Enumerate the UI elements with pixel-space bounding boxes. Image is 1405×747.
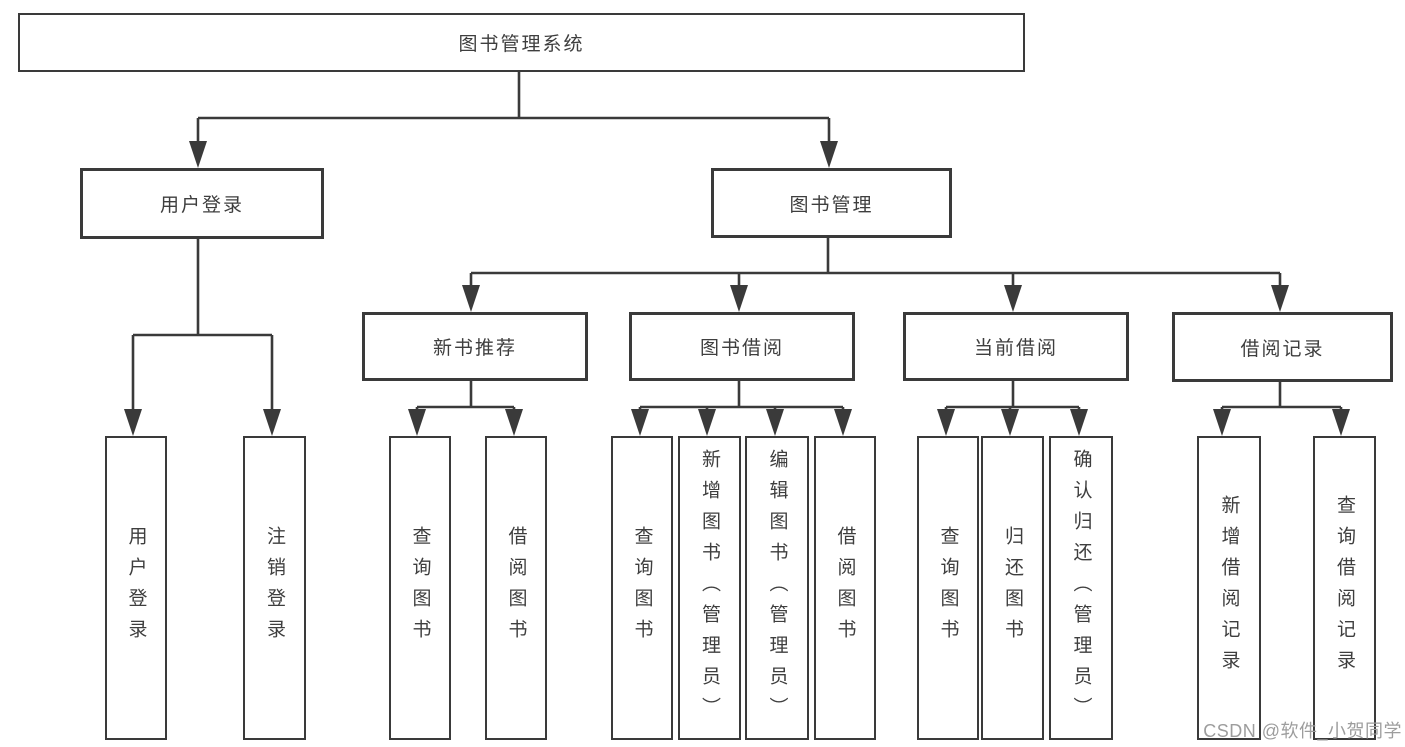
- leaf-logout-login: 注销登录: [243, 436, 306, 740]
- leaf-borrow-books-recommend: 借阅图书: [485, 436, 547, 740]
- node-current-borrowing: 当前借阅: [903, 312, 1129, 381]
- connector-book-management-to-level3: [462, 230, 1289, 312]
- connector-user-login-to-leaves: [124, 231, 281, 436]
- leaf-borrow-books: 借阅图书: [814, 436, 876, 740]
- leaf-query-books-current: 查询图书: [917, 436, 979, 740]
- leaf-return-books: 归还图书: [981, 436, 1044, 740]
- watermark: CSDN @软件_小贺同学: [1203, 721, 1402, 741]
- node-borrowing-records: 借阅记录: [1172, 312, 1393, 382]
- node-book-borrowing: 图书借阅: [629, 312, 855, 381]
- connector-borrowing-records-to-leaves: [1213, 375, 1350, 436]
- node-library-management-system: 图书管理系统: [18, 13, 1025, 72]
- connector-current-borrowing-to-leaves: [937, 374, 1088, 436]
- leaf-add-book-admin: 新增图书（管理员）: [678, 436, 741, 740]
- leaf-query-books-current-label: 查询图书: [937, 526, 959, 650]
- leaf-add-borrowing-record-label: 新增借阅记录: [1218, 495, 1240, 681]
- leaf-query-books-borrowing: 查询图书: [611, 436, 673, 740]
- node-book-management: 图书管理: [711, 168, 952, 238]
- leaf-query-books-recommend: 查询图书: [389, 436, 451, 740]
- leaf-borrow-books-recommend-label: 借阅图书: [505, 526, 527, 650]
- leaf-add-book-admin-label: 新增图书（管理员）: [699, 448, 720, 728]
- leaf-query-books-borrowing-label: 查询图书: [631, 526, 653, 650]
- leaf-confirm-return-admin: 确认归还（管理员）: [1049, 436, 1113, 740]
- connector-book-borrowing-to-leaves: [631, 374, 852, 436]
- leaf-return-books-label: 归还图书: [1002, 526, 1023, 650]
- leaf-query-borrowing-record-label: 查询借阅记录: [1334, 495, 1355, 681]
- leaf-edit-book-admin-label: 编辑图书（管理员）: [766, 448, 788, 728]
- leaf-logout-login-label: 注销登录: [264, 526, 285, 650]
- leaf-user-login: 用户登录: [105, 436, 167, 740]
- connector-new-book-recommendation-to-leaves: [408, 374, 523, 436]
- node-user-login: 用户登录: [80, 168, 324, 239]
- leaf-user-login-label: 用户登录: [125, 526, 147, 650]
- leaf-query-books-recommend-label: 查询图书: [409, 526, 431, 650]
- leaf-borrow-books-label: 借阅图书: [834, 526, 856, 650]
- leaf-add-borrowing-record: 新增借阅记录: [1197, 436, 1261, 740]
- leaf-query-borrowing-record: 查询借阅记录: [1313, 436, 1376, 740]
- leaf-confirm-return-admin-label: 确认归还（管理员）: [1070, 448, 1092, 728]
- connector-root-to-level2: [189, 66, 838, 168]
- leaf-edit-book-admin: 编辑图书（管理员）: [745, 436, 809, 740]
- node-new-book-recommendation: 新书推荐: [362, 312, 588, 381]
